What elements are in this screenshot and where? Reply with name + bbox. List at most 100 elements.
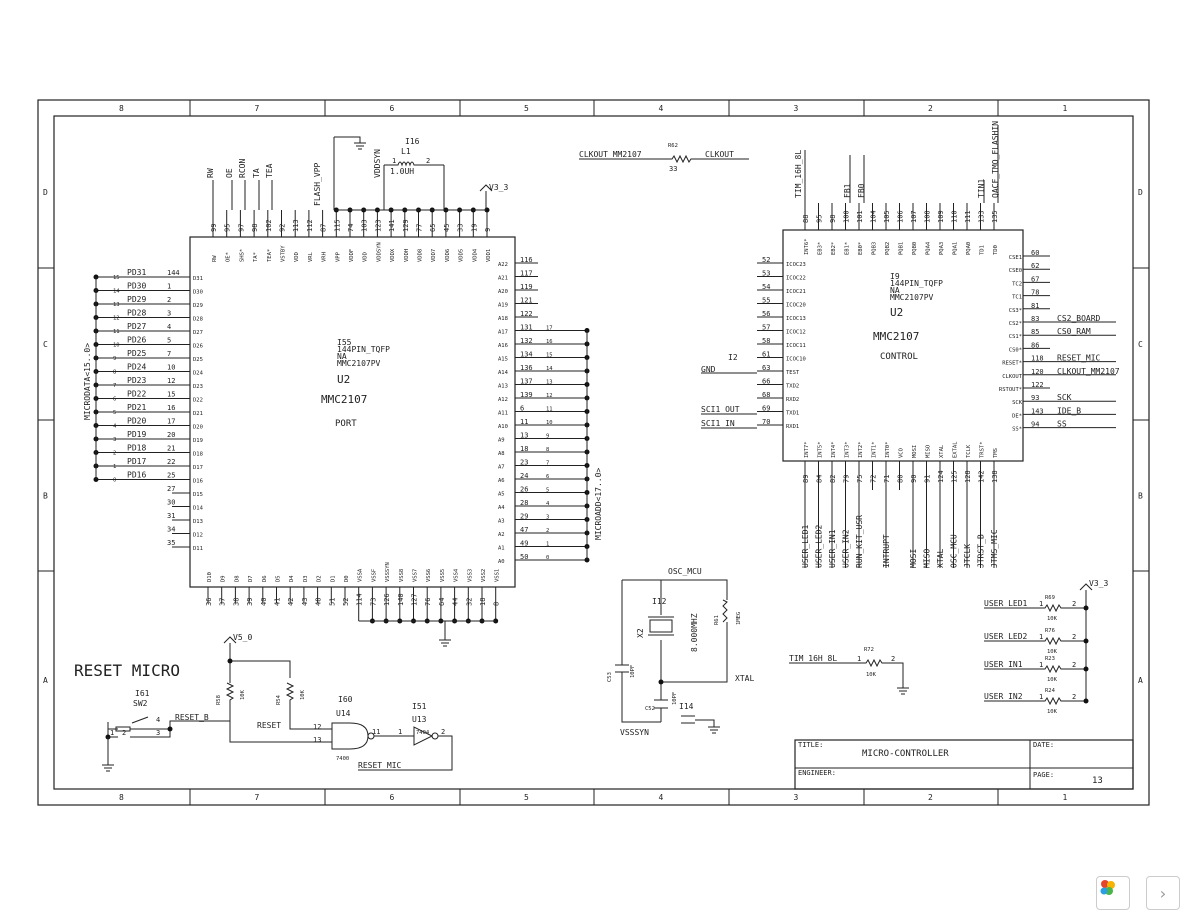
- pin-name: A21: [498, 276, 508, 282]
- top-net-label: TA: [252, 168, 261, 178]
- pin-number: 45: [443, 224, 451, 232]
- data-net-label: PD22: [127, 390, 146, 399]
- pin-number: 65: [429, 224, 437, 232]
- pin-name: TD0: [993, 245, 999, 255]
- pin-number: 7: [167, 350, 171, 358]
- pin-name: ICOC11: [786, 343, 806, 349]
- pin-number: 144: [167, 269, 180, 277]
- pin-name: D16: [193, 479, 203, 485]
- pin-number: 82: [829, 475, 837, 483]
- u2-port-refdes: I55: [337, 338, 352, 347]
- crystal-freq: 8.000MHZ: [690, 613, 699, 652]
- pin-name: D19: [193, 438, 203, 444]
- bus-bit: 14: [113, 289, 120, 295]
- pin-name: XTAL: [939, 444, 945, 458]
- pin-number: 72: [870, 475, 878, 483]
- bus-bit: 12: [113, 316, 120, 322]
- app-logo-button[interactable]: [1096, 876, 1130, 910]
- pin-name: VDD8: [418, 249, 424, 262]
- pin-name: RESET*: [1002, 361, 1022, 367]
- pin-number: 5: [167, 337, 171, 345]
- pin-name: EB0*: [858, 242, 864, 255]
- pin-number: 48: [315, 598, 323, 606]
- pin-number: 26: [520, 486, 528, 494]
- pin-number: 39: [246, 598, 254, 606]
- pin-name: SCK: [1012, 400, 1023, 406]
- pin-name: VSS8: [399, 569, 405, 582]
- top-net-label: OE: [225, 168, 234, 178]
- pin-name: D28: [193, 317, 203, 323]
- control-net-label: RESET_MIC: [1057, 354, 1101, 363]
- pin-number: 121: [520, 297, 533, 305]
- u2-ctrl-function: CONTROL: [880, 352, 918, 362]
- pin-name: D22: [193, 398, 203, 404]
- control-net-label: SS: [1057, 420, 1067, 429]
- u2-port-name: U2: [337, 373, 350, 386]
- pin-number: 47: [520, 526, 528, 534]
- data-net-label: PD18: [127, 444, 146, 453]
- pin-name: VCO: [899, 448, 905, 458]
- clkout-res-ref: R62: [668, 143, 678, 149]
- pin-number: 79: [843, 475, 851, 483]
- net-wire: [212, 180, 273, 210]
- pin-number: 77: [416, 224, 424, 232]
- control-bottom-net: JTCLK: [963, 544, 972, 568]
- bus-bit: 3: [546, 515, 549, 521]
- pin-number: 52: [342, 598, 350, 606]
- vsssyn-label: VSSSYN: [620, 728, 649, 737]
- pullup-ref: R23: [1045, 656, 1055, 662]
- pin-name: A13: [498, 384, 508, 390]
- pin-name: CLKOUT: [1002, 374, 1023, 380]
- pin-name: TC1: [1012, 295, 1022, 301]
- pin-number: 30: [167, 499, 175, 507]
- pin-number: 122: [1031, 381, 1044, 389]
- tim-pin1: 1: [857, 655, 861, 663]
- control-net-label: CS2_BOARD: [1057, 314, 1101, 323]
- u2-control-bottom-pins: INT7*89USER_LED1INT5*84USER_LED2INT4*82U…: [801, 441, 999, 568]
- pin-name: VDD1: [486, 249, 492, 262]
- pin-number: 42: [287, 598, 295, 606]
- junction-dot: [1083, 605, 1089, 611]
- zone-column-bottom: 8: [119, 793, 124, 802]
- r54-ref: R54: [276, 694, 282, 705]
- pin-number: 37: [219, 598, 227, 606]
- bus-bit: 6: [546, 474, 549, 480]
- pin-name: RXD2: [786, 397, 799, 403]
- pin-number: 66: [762, 378, 770, 386]
- pullup-net-label: USER_IN1: [984, 660, 1023, 669]
- pin-number: 112: [306, 219, 314, 232]
- next-page-button[interactable]: ›: [1146, 876, 1180, 910]
- pin-number: 97: [237, 224, 245, 232]
- pin-name: INT4*: [831, 441, 837, 458]
- pullup-pin1: 1: [1039, 600, 1043, 608]
- zone-row-left: B: [43, 492, 48, 501]
- pin-number: 49: [520, 540, 528, 548]
- control-bottom-net: OSC_MCU: [950, 534, 959, 568]
- pin-name: D20: [193, 425, 203, 431]
- pin-number: 94: [1031, 421, 1039, 429]
- pin-name: EB1*: [845, 242, 851, 255]
- pin-name: SS*: [1012, 427, 1022, 433]
- pin-number: 102: [265, 219, 273, 232]
- reset-title: RESET MICRO: [74, 661, 180, 680]
- pin-name: A9: [498, 438, 505, 444]
- pin-name: A1: [498, 546, 505, 552]
- crystal-label: X2: [636, 628, 645, 638]
- pin-number: 68: [762, 391, 770, 399]
- pin-number: 17: [167, 418, 175, 426]
- power-3v3-label: V3_3: [489, 183, 508, 192]
- pin-number: 113: [292, 219, 300, 232]
- pin-name: A0: [498, 559, 505, 565]
- pin-number: 69: [762, 405, 770, 413]
- pin-name: VDDF: [349, 249, 355, 262]
- pin-number: 41: [274, 598, 282, 606]
- pin-number: 132: [520, 337, 533, 345]
- pin-number: 73: [369, 598, 377, 606]
- bus-bit: 10: [546, 420, 553, 426]
- pin-name: TCLK: [966, 444, 972, 458]
- zone-column-top: 7: [255, 104, 260, 113]
- pin-number: 131: [520, 324, 533, 332]
- gate-pin-a: 12: [313, 723, 321, 731]
- c53-value: 10PF: [630, 665, 636, 678]
